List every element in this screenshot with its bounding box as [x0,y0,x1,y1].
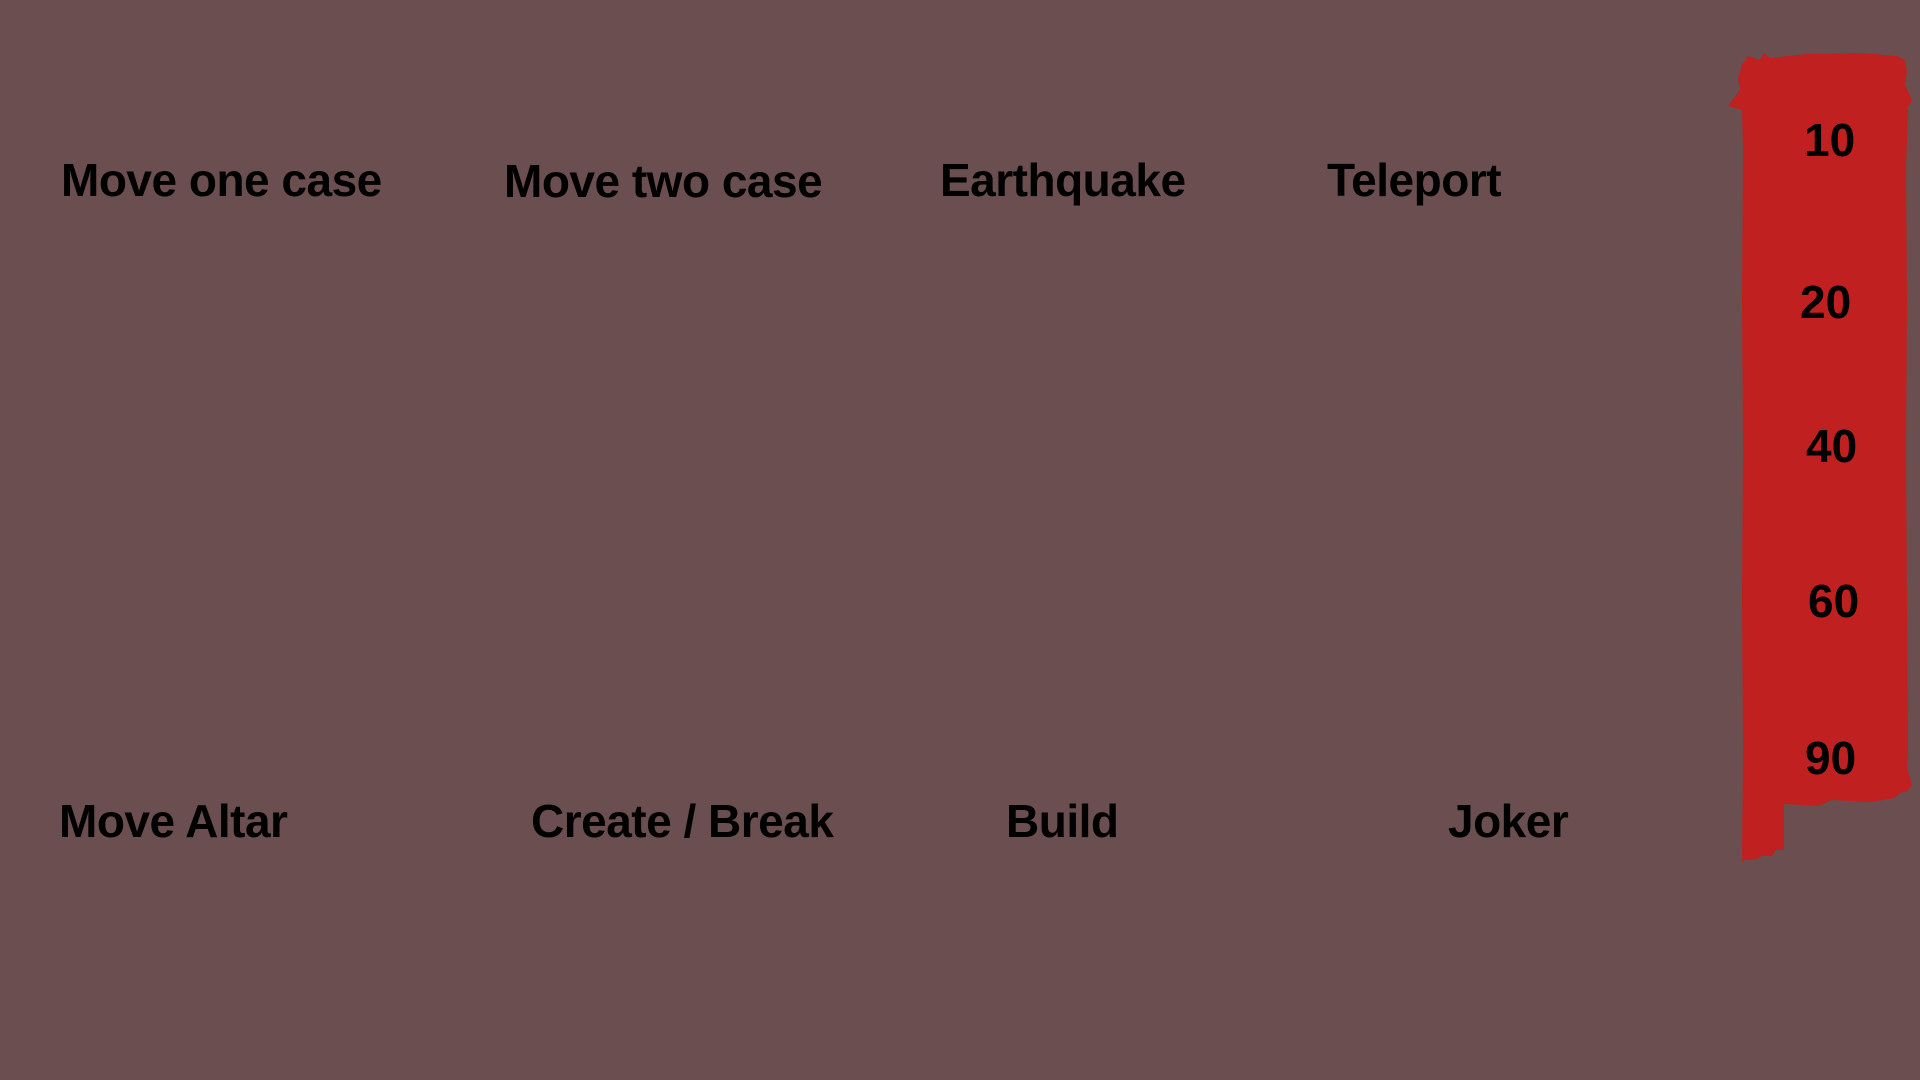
action-move-one-case[interactable]: Move one case [61,154,382,206]
banner-brush-stroke [1728,53,1912,862]
action-move-two-case[interactable]: Move two case [504,155,823,207]
cost-value-60: 60 [1808,575,1860,627]
action-teleport[interactable]: Teleport [1327,154,1502,206]
action-earthquake[interactable]: Earthquake [940,154,1186,206]
cost-value-10: 10 [1804,114,1856,166]
cost-value-90: 90 [1805,732,1857,784]
cost-value-20: 20 [1800,276,1852,328]
cost-banner-shape [1728,53,1912,862]
action-create-break[interactable]: Create / Break [531,795,834,847]
action-build[interactable]: Build [1006,795,1119,847]
cost-banner [1722,50,1912,865]
action-move-altar[interactable]: Move Altar [59,795,288,847]
action-joker[interactable]: Joker [1448,795,1569,847]
cost-value-40: 40 [1806,420,1858,472]
